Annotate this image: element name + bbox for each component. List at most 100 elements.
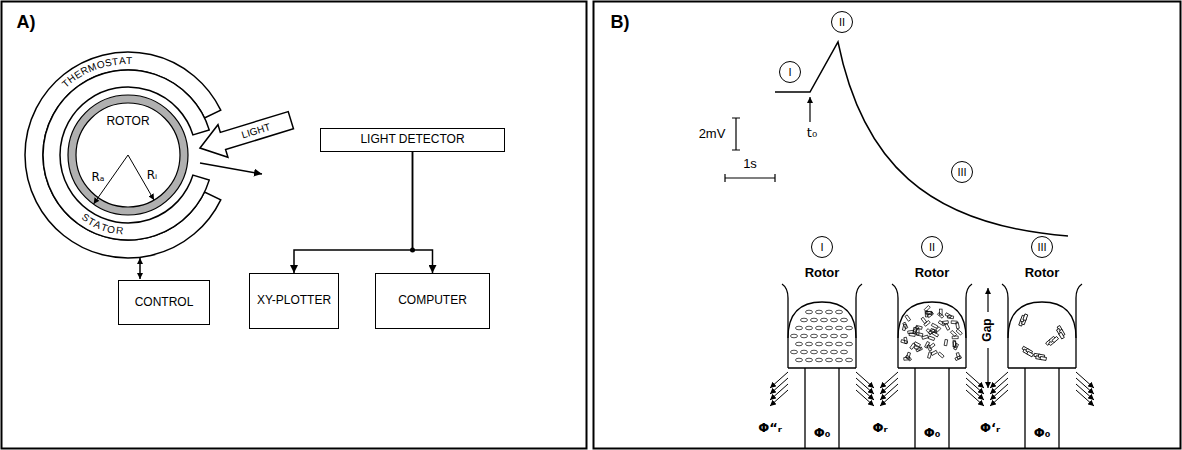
particle: [791, 350, 798, 354]
aggregate: [1040, 356, 1046, 360]
particle: [916, 347, 923, 352]
scattered-light-arrow: [880, 390, 898, 406]
flux-label: Φ₀: [1034, 426, 1051, 441]
particle: [796, 326, 803, 330]
signal-connector: [294, 152, 413, 273]
particle: [935, 327, 941, 333]
particle: [796, 342, 803, 346]
node-label: III: [1037, 241, 1046, 253]
flux-label: Φ‘ᵣ: [980, 421, 1000, 436]
sample-chamber: [898, 302, 966, 368]
node-label: CONTROL: [135, 296, 194, 309]
particle: [909, 333, 915, 337]
arc-letter: A: [118, 56, 125, 66]
radius-label: Rᵢ: [147, 169, 157, 183]
scattered-light-arrow: [856, 390, 874, 406]
particle: [921, 317, 927, 323]
node-label: III: [957, 166, 966, 178]
particle: [806, 310, 813, 314]
particle: [926, 329, 932, 335]
scale-label: 1s: [743, 157, 757, 172]
particle: [831, 318, 838, 322]
particle: [952, 336, 958, 339]
particle: [826, 358, 833, 362]
light-arrow: [195, 104, 296, 164]
rotor-wall: [782, 284, 862, 368]
panel-frame: [594, 2, 1181, 449]
particle: [826, 310, 833, 314]
stage-marker: II: [831, 11, 853, 33]
reflected-light-arrow: [200, 163, 262, 174]
arc-letter: T: [111, 57, 118, 68]
particle: [950, 330, 956, 336]
rotor-label: Rotor: [805, 266, 840, 281]
particle: [925, 311, 928, 317]
particle: [801, 350, 808, 354]
scattered-light-arrow: [990, 390, 1008, 406]
particle: [801, 334, 808, 338]
time-marker-label: t₀: [807, 126, 817, 141]
particle: [831, 334, 838, 338]
particle: [953, 341, 956, 347]
particle: [951, 321, 957, 324]
aggregate: [1023, 314, 1028, 321]
scattered-light-arrow: [966, 390, 984, 406]
particle: [801, 318, 808, 322]
particle: [956, 353, 960, 359]
node-label: XY-PLOTTER: [257, 294, 331, 307]
particle: [826, 342, 833, 346]
panel-letter: B): [611, 12, 630, 33]
node-label: COMPUTER: [398, 294, 467, 307]
rotor-label: Rotor: [915, 266, 950, 281]
particle: [938, 352, 944, 358]
particle: [942, 321, 948, 324]
light-label: LIGHT: [239, 121, 272, 141]
particle: [902, 324, 906, 330]
sample-cell: [880, 284, 984, 448]
rotor-apparatus: [25, 52, 221, 258]
sample-cells: [770, 284, 1094, 448]
light-arrow-outline: [195, 104, 296, 164]
particle: [846, 358, 853, 362]
particle: [944, 339, 948, 345]
flux-label: Φ₀: [924, 426, 941, 441]
arc-letter: R: [115, 226, 123, 237]
particle: [816, 310, 823, 314]
particle: [931, 350, 938, 355]
particle: [811, 318, 818, 322]
particle: [791, 334, 798, 338]
panel-frame: [2, 2, 587, 449]
rotor-wall: [1002, 284, 1082, 368]
particle: [929, 343, 935, 349]
aggregate: [1052, 336, 1059, 342]
particle: [841, 350, 848, 354]
particle: [846, 342, 853, 346]
particle: [821, 350, 828, 354]
particle: [806, 342, 813, 346]
node-label: II: [929, 241, 935, 253]
particle: [826, 326, 833, 330]
particle: [831, 350, 838, 354]
flux-label: Φ₀: [814, 426, 831, 441]
particle: [841, 334, 848, 338]
stage-marker: I: [779, 61, 801, 83]
particle: [937, 312, 943, 318]
particle: [806, 358, 813, 362]
particle: [905, 355, 911, 361]
radius-label: Rₐ: [91, 171, 104, 185]
rotor-label: Rotor: [1025, 266, 1060, 281]
light-guide: [805, 368, 839, 448]
particle: [928, 336, 935, 341]
voltage-scale-bar: [732, 118, 740, 150]
node-label: I: [820, 241, 823, 253]
stage-marker: II: [921, 236, 943, 258]
particle: [816, 326, 823, 330]
scattered-light-arrow: [1076, 390, 1094, 406]
arc-letter: S: [104, 58, 113, 69]
flux-label: Φᵣ: [872, 421, 887, 436]
light-guide: [1025, 368, 1059, 448]
node-label: LIGHT DETECTOR: [360, 133, 464, 146]
particle: [931, 323, 938, 328]
